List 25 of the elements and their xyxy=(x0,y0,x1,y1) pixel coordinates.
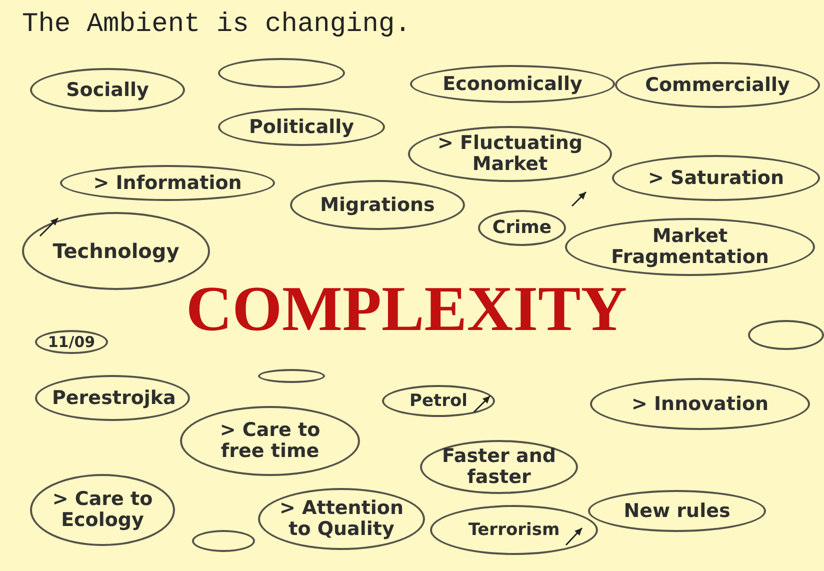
topic-label: New rules xyxy=(624,500,730,522)
empty-ellipse xyxy=(748,320,824,350)
topic-label: Migrations xyxy=(320,194,435,216)
topic-label: > Innovation xyxy=(631,394,769,414)
topic-label: > Saturation xyxy=(648,168,784,188)
topic-label: Perestrojka xyxy=(52,388,173,408)
topic-label: Technology xyxy=(52,240,180,262)
topic-label: Market Fragmentation xyxy=(610,226,770,268)
topic-label: > Fluctuating Market xyxy=(436,133,584,175)
topic-label: > Attention to Quality xyxy=(278,498,404,540)
topic-label: Socially xyxy=(66,80,149,100)
topic-label: Economically xyxy=(442,74,582,94)
topic-label: Politically xyxy=(248,116,354,138)
topic-label: 11/09 xyxy=(48,334,96,350)
topic-label: Crime xyxy=(492,218,552,238)
topic-label: Terrorism xyxy=(468,520,560,540)
topic-label: > Information xyxy=(93,172,242,194)
topic-label: Faster and faster xyxy=(441,446,557,488)
topic-label: Petrol xyxy=(409,392,468,410)
topic-ellipse xyxy=(478,210,566,246)
heading: The Ambient is changing. xyxy=(22,10,411,40)
headline-text: COMPLEXITY xyxy=(186,272,627,346)
topic-label: > Care to Ecology xyxy=(51,489,154,531)
topic-label: > Care to free time xyxy=(218,420,322,462)
topic-label: Commercially xyxy=(645,74,790,96)
